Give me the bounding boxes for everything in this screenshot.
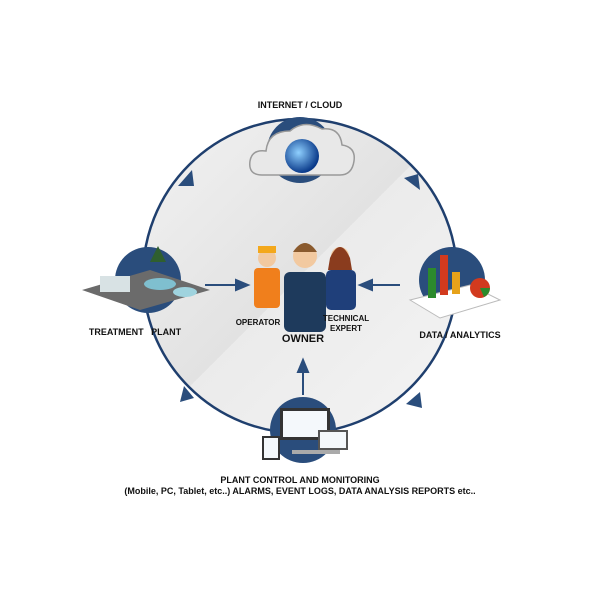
ring-arrows: [178, 170, 422, 408]
owner-label: OWNER: [281, 333, 325, 345]
bar-chart-icon: [408, 255, 502, 319]
arrow-analytics-to-control: [406, 392, 422, 408]
arrow-control-to-plant: [180, 386, 194, 402]
cloud-label: INTERNET / CLOUD: [257, 100, 343, 110]
arrow-plant-to-cloud: [178, 170, 194, 186]
control-label: PLANT CONTROL AND MONITORING: [220, 475, 380, 485]
arrow-cloud-to-analytics: [404, 174, 420, 190]
operator-figure: [254, 246, 280, 308]
cloud-icon: [249, 123, 355, 176]
owner-figure: [284, 243, 326, 332]
treatment-plant-icon: [82, 246, 210, 310]
analytics-label: DATA / ANALYTICS: [419, 330, 501, 340]
expert-figure: [326, 247, 356, 310]
technical-expert-label: TECHNICAL EXPERT: [318, 314, 374, 334]
globe-icon: [285, 139, 319, 173]
people-illustration: [254, 243, 356, 332]
expert-line-1: TECHNICAL: [322, 314, 370, 323]
control-sublabel: (Mobile, PC, Tablet, etc..) ALARMS, EVEN…: [124, 486, 476, 496]
devices-icon: [262, 408, 348, 460]
operator-label: OPERATOR: [235, 318, 281, 327]
expert-line-2: EXPERT: [329, 324, 362, 333]
plant-label: TREATMENT PLANT: [88, 327, 182, 337]
